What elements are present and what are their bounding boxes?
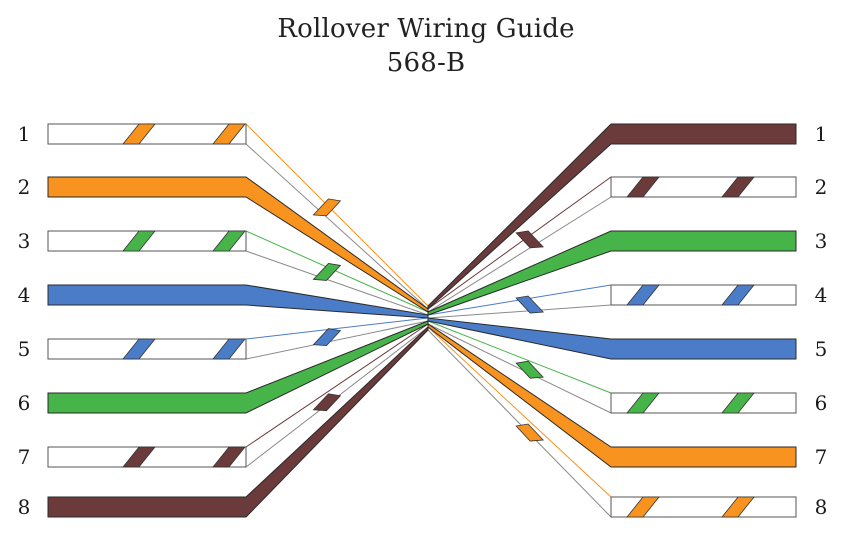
left-pin-3-white-green-fan-bottom xyxy=(245,250,429,316)
right-pin-label-3: 3 xyxy=(815,229,828,253)
right-pin-8-white-orange-stripe-1 xyxy=(626,496,660,518)
left-pin-1-white-orange-stripe-1 xyxy=(122,123,156,145)
right-pin-label-4: 4 xyxy=(815,283,828,307)
pin-labels: 1 2 3 4 5 6 7 8 1 2 3 4 5 6 7 8 xyxy=(18,122,828,519)
right-wire-6 xyxy=(427,320,797,414)
right-pin-8-white-orange-stripe-2 xyxy=(721,496,755,518)
striped-wires xyxy=(47,123,797,518)
right-pin-2-white-brown-fan-stripe xyxy=(515,230,545,249)
right-wire-1 xyxy=(427,123,797,311)
right-wire-5 xyxy=(427,317,797,360)
right-wire-2 xyxy=(427,176,797,313)
diagram-title: Rollover Wiring Guide xyxy=(277,14,575,44)
right-wire-7 xyxy=(427,323,797,468)
left-pin-1-white-orange-fan-top xyxy=(245,123,429,307)
right-pin-5-blue-wire xyxy=(427,317,797,360)
right-pin-label-6: 6 xyxy=(815,391,828,415)
right-pin-6-white-green-fan-top xyxy=(427,320,612,394)
right-pin-6-white-green-stripe-2 xyxy=(721,392,755,414)
right-pin-6-white-green-stripe-1 xyxy=(626,392,660,414)
left-wire-5 xyxy=(47,317,429,360)
left-pin-label-2: 2 xyxy=(18,175,31,199)
right-pin-label-8: 8 xyxy=(815,495,828,519)
left-wire-7 xyxy=(47,323,429,468)
left-wire-3 xyxy=(47,230,429,316)
left-pin-1-white-orange-fan-bottom xyxy=(245,143,429,310)
right-pin-8-white-orange-fan-bottom xyxy=(427,329,612,518)
right-pin-4-white-blue-fan-stripe xyxy=(515,295,545,314)
left-pin-3-white-green-fan-top xyxy=(245,230,429,313)
right-wire-8 xyxy=(427,326,797,518)
left-pin-3-white-green-stripe-2 xyxy=(212,230,246,252)
left-wire-8 xyxy=(47,325,429,518)
left-pin-label-7: 7 xyxy=(18,445,31,469)
right-pin-label-7: 7 xyxy=(815,445,828,469)
left-pin-5-white-blue-fan-bottom xyxy=(245,320,429,360)
left-wire-6 xyxy=(47,320,429,414)
left-pin-1-white-orange-fan-stripe xyxy=(312,198,342,217)
left-pin-7-white-brown-fan-stripe xyxy=(312,393,342,412)
left-pin-6-green-wire xyxy=(47,320,429,414)
left-pin-label-5: 5 xyxy=(18,337,31,361)
right-pin-6-white-green-fan-bottom xyxy=(427,323,612,414)
right-pin-8-white-orange-fan-stripe xyxy=(515,423,545,442)
left-pin-5-white-blue-fan-stripe xyxy=(312,328,342,347)
right-pin-1-brown-wire xyxy=(427,123,797,311)
left-pin-1-white-orange-stripe-2 xyxy=(212,123,246,145)
left-pin-3-white-green-fan-stripe xyxy=(312,263,342,281)
right-pin-label-2: 2 xyxy=(815,175,828,199)
right-pin-2-white-brown-stripe-2 xyxy=(721,176,755,198)
left-pin-label-6: 6 xyxy=(18,391,31,415)
right-pin-4-white-blue-stripe-1 xyxy=(626,284,660,306)
right-pin-2-white-brown-fan-top xyxy=(427,176,612,310)
left-pin-7-white-brown-stripe-1 xyxy=(122,446,156,468)
right-pin-label-5: 5 xyxy=(815,337,828,361)
right-pin-6-white-green-fan-stripe xyxy=(515,360,545,379)
solid-wires xyxy=(47,123,797,518)
left-pin-5-white-blue-stripe-2 xyxy=(212,338,246,360)
right-pin-2-white-brown-fan-bottom xyxy=(427,196,612,313)
diagram-subtitle: 568-B xyxy=(386,48,466,78)
left-pin-label-4: 4 xyxy=(18,283,31,307)
right-pin-label-1: 1 xyxy=(815,122,828,146)
left-wire-4 xyxy=(47,284,429,319)
right-wire-4 xyxy=(427,284,797,319)
left-pin-4-blue-wire xyxy=(47,284,429,319)
left-pin-8-brown-wire xyxy=(47,325,429,518)
left-pin-5-white-blue-stripe-1 xyxy=(122,338,156,360)
right-pin-7-orange-wire xyxy=(427,323,797,468)
right-wire-3 xyxy=(427,230,797,316)
right-pin-3-green-wire xyxy=(427,230,797,316)
left-pin-7-white-brown-stripe-2 xyxy=(212,446,246,468)
left-pin-7-white-brown-fan-top xyxy=(245,323,429,448)
left-pin-label-3: 3 xyxy=(18,229,31,253)
left-wire-1 xyxy=(47,123,429,310)
right-pin-2-white-brown-stripe-1 xyxy=(626,176,660,198)
left-pin-label-1: 1 xyxy=(18,122,31,146)
right-pin-4-white-blue-stripe-2 xyxy=(721,284,755,306)
right-pin-4-white-blue-fan-bottom xyxy=(427,304,612,319)
left-pin-3-white-green-stripe-1 xyxy=(122,230,156,252)
left-pin-5-white-blue-fan-top xyxy=(245,317,429,340)
right-pin-8-white-orange-fan-top xyxy=(427,326,612,498)
left-pin-label-8: 8 xyxy=(18,495,31,519)
